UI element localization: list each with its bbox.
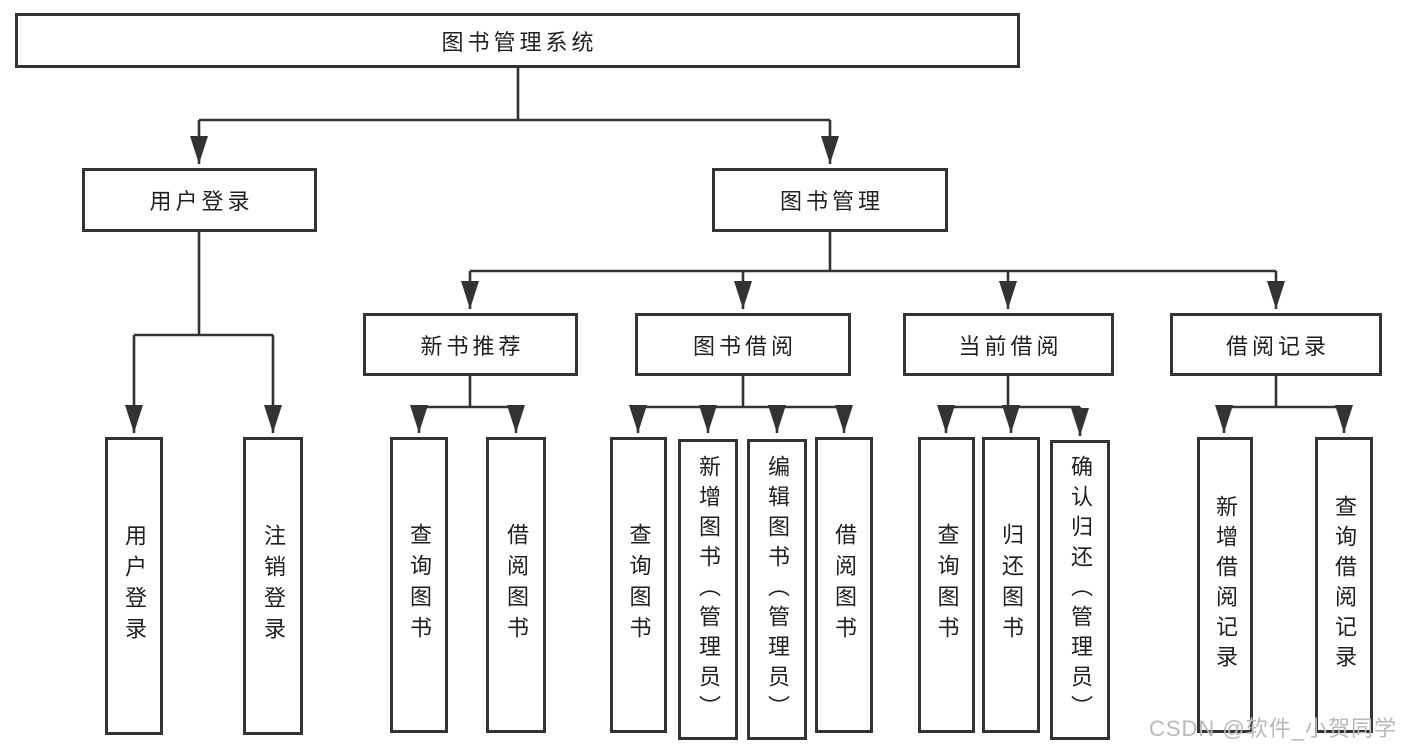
leaf-rec-borrow-book-label: 借阅图书 bbox=[504, 523, 529, 647]
leaf-bb-add-book-label: 新增图书（管理员） bbox=[696, 454, 721, 725]
node-borrow-records: 借阅记录 bbox=[1170, 313, 1382, 376]
leaf-rec-query-book-label: 查询图书 bbox=[407, 523, 432, 647]
node-root: 图书管理系统 bbox=[15, 13, 1020, 68]
leaf-logout-label: 注销登录 bbox=[261, 524, 286, 648]
leaf-bb-edit-book: 编辑图书（管理员） bbox=[747, 439, 807, 740]
node-book-mgmt: 图书管理 bbox=[712, 168, 948, 232]
leaf-cb-query-book: 查询图书 bbox=[918, 437, 975, 733]
leaf-bb-borrow-book: 借阅图书 bbox=[815, 437, 873, 733]
leaf-rec-query-book: 查询图书 bbox=[390, 437, 448, 733]
branch-current-borrow bbox=[937, 376, 1089, 436]
leaf-br-query-record: 查询借阅记录 bbox=[1315, 437, 1373, 733]
branch-book-borrow bbox=[629, 376, 853, 433]
leaf-br-add-record-label: 新增借阅记录 bbox=[1213, 495, 1238, 675]
leaf-logout: 注销登录 bbox=[243, 437, 303, 735]
csdn-watermark: CSDN @软件_小贺同学 bbox=[1148, 716, 1397, 741]
branch-root bbox=[190, 68, 839, 164]
leaf-br-add-record: 新增借阅记录 bbox=[1197, 437, 1253, 733]
leaf-bb-query-book: 查询图书 bbox=[610, 437, 667, 733]
branch-new-book-rec bbox=[410, 376, 525, 433]
node-new-book-rec: 新书推荐 bbox=[363, 313, 578, 376]
leaf-cb-query-book-label: 查询图书 bbox=[934, 523, 960, 647]
leaf-br-query-record-label: 查询借阅记录 bbox=[1332, 495, 1357, 675]
node-user-login: 用户登录 bbox=[82, 168, 317, 232]
node-current-borrow: 当前借阅 bbox=[903, 313, 1114, 376]
branch-book-mgmt bbox=[461, 232, 1285, 309]
leaf-cb-return-book-label: 归还图书 bbox=[999, 523, 1024, 647]
leaf-user-login: 用户登录 bbox=[105, 437, 163, 735]
leaf-user-login-label: 用户登录 bbox=[122, 524, 147, 648]
leaf-bb-edit-book-label: 编辑图书（管理员） bbox=[765, 454, 790, 725]
leaf-bb-query-book-label: 查询图书 bbox=[626, 523, 652, 647]
leaf-bb-borrow-book-label: 借阅图书 bbox=[832, 523, 857, 647]
leaf-rec-borrow-book: 借阅图书 bbox=[486, 437, 546, 733]
leaf-cb-return-book: 归还图书 bbox=[982, 437, 1040, 733]
leaf-cb-confirm-return: 确认归还（管理员） bbox=[1050, 440, 1110, 740]
leaf-cb-confirm-return-label: 确认归还（管理员） bbox=[1068, 455, 1093, 725]
branch-borrow-records bbox=[1215, 376, 1353, 433]
leaf-bb-add-book: 新增图书（管理员） bbox=[678, 439, 738, 740]
node-book-borrow: 图书借阅 bbox=[635, 313, 851, 376]
branch-user-login bbox=[125, 232, 282, 433]
